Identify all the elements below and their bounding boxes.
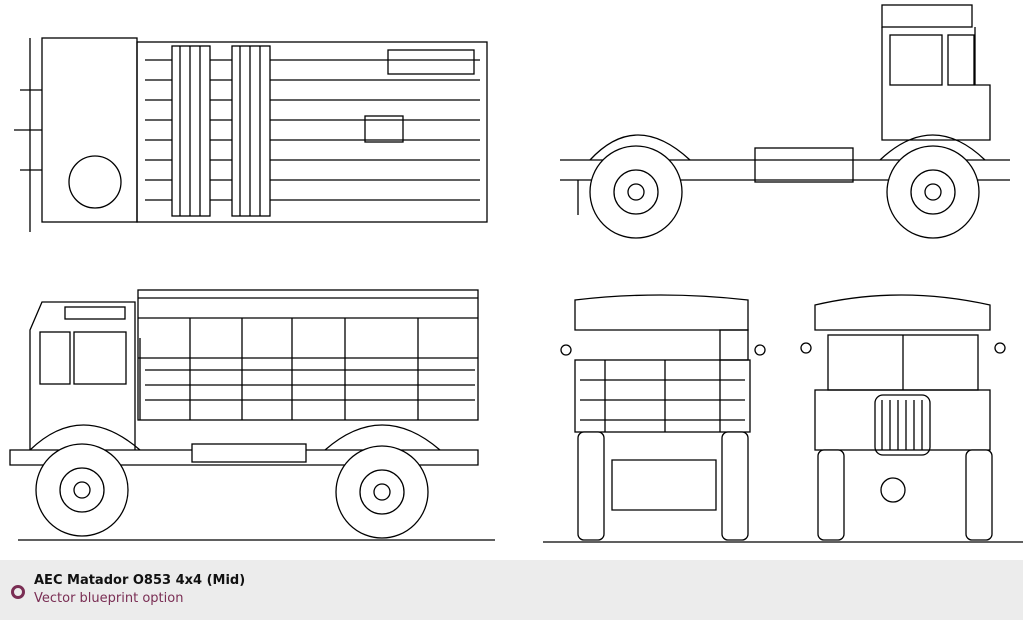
caption-bar xyxy=(0,560,1023,620)
vehicle-blueprint xyxy=(9,4,1023,543)
front-view xyxy=(800,294,1006,541)
top-view xyxy=(14,37,488,232)
blueprint-subtitle[interactable]: Vector blueprint option xyxy=(34,591,184,606)
rear-view xyxy=(543,294,1023,543)
ring-icon xyxy=(11,585,25,599)
chassis-side-view xyxy=(560,4,1010,239)
side-view xyxy=(9,289,495,541)
blueprint-title[interactable]: AEC Matador O853 4x4 (Mid) xyxy=(34,573,246,588)
